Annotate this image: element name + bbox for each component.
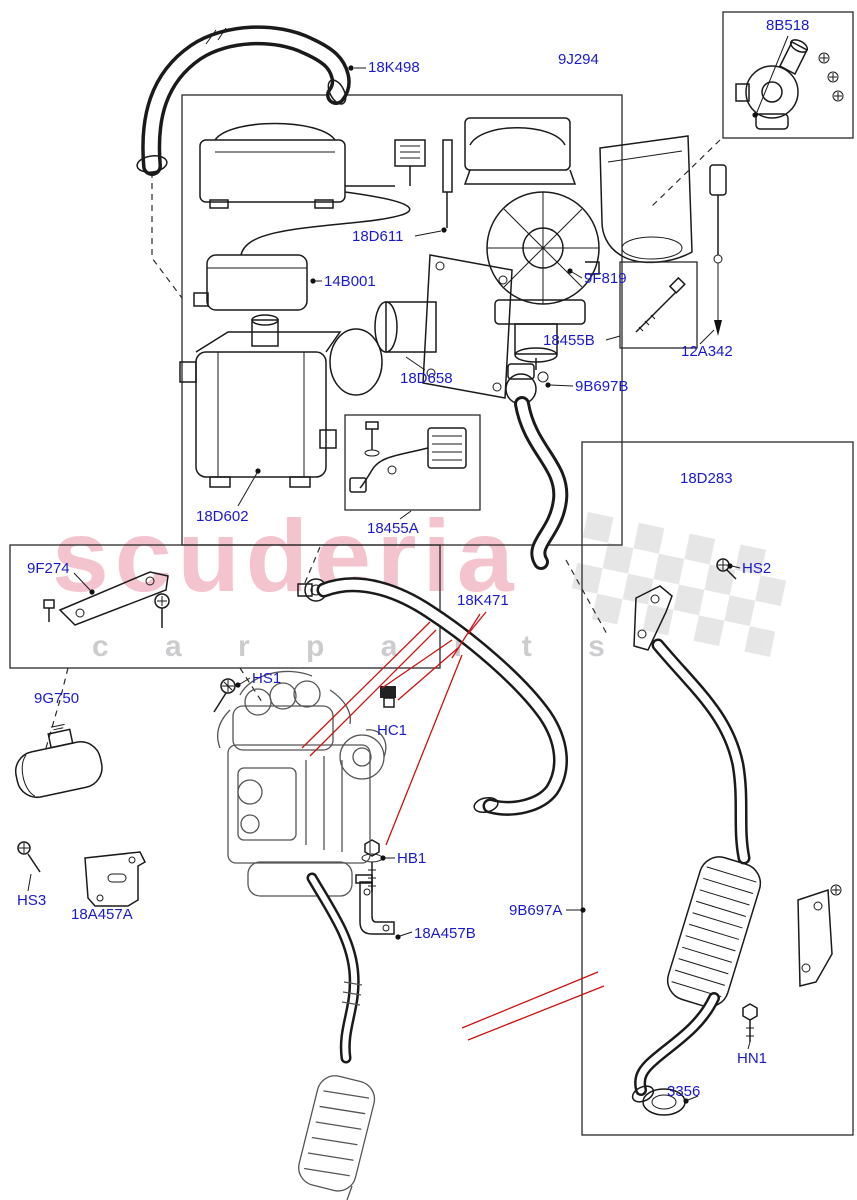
intake-funnel [599,135,693,264]
part-label-14B001[interactable]: 14B001 [324,273,376,290]
part-label-9B697B[interactable]: 9B697B [575,378,629,395]
part-label-18A457B[interactable]: 18A457B [414,925,476,942]
part-label-HC1[interactable]: HC1 [377,722,408,739]
part-label-9G750[interactable]: 9G750 [34,690,80,707]
part-label-18D658[interactable]: 18D658 [400,370,453,387]
part-label-9B697A[interactable]: 9B697A [509,902,563,919]
hose-18K498 [136,25,351,176]
exhaust-assembly-9B697A [631,585,842,1103]
bracket-18A457A [84,851,146,907]
part-label-HN1[interactable]: HN1 [737,1050,768,1067]
sensor-12A342 [709,164,727,336]
oring-burner-18D658 [329,254,513,399]
part-label-HB1[interactable]: HB1 [397,850,427,867]
dashed-relation-lines [45,139,721,749]
watermark-car-parts: c a r p a r t s [92,630,629,663]
bracket-9F274 [43,571,170,628]
nut-HN1 [742,1003,758,1042]
hose-18K471 [297,577,568,816]
part-label-18D283[interactable]: 18D283 [680,470,733,487]
clip-HC1 [380,686,396,708]
stud-kit-18455B [619,261,698,349]
service-kit-18455A [349,421,467,493]
clamp-9B697B [505,358,569,570]
screw-HS1 [213,678,236,713]
bracket-18A457B [355,874,395,935]
part-label-18455B[interactable]: 18455B [543,332,595,349]
pump-8B518 [735,39,844,130]
tank-14B001 [193,254,308,311]
screw-HS3 [17,841,41,873]
part-label-9J294[interactable]: 9J294 [558,51,599,68]
blower-9F819 [463,117,600,363]
engine-illustration [217,670,387,1200]
part-label-12A342[interactable]: 12A342 [681,343,733,360]
leader-lines [27,35,789,1104]
part-label-18A457A[interactable]: 18A457A [71,906,133,923]
heater-18D602 [179,314,342,488]
glow-pin-18D611 [442,139,453,228]
checkered-flag-watermark [571,512,787,657]
heater-controller [199,122,426,256]
part-label-8B518[interactable]: 8B518 [766,17,810,34]
part-label-HS3[interactable]: HS3 [17,892,47,909]
part-label-18K471[interactable]: 18K471 [457,592,509,609]
part-label-18D602[interactable]: 18D602 [196,508,249,525]
canister-9G750 [14,723,103,799]
part-label-18455A[interactable]: 18455A [367,520,419,537]
red-leader-lines [301,611,605,1041]
watermark-scuderia: scuderia [52,499,520,613]
assembly-boxes [9,11,854,1136]
part-label-18K498[interactable]: 18K498 [368,59,420,76]
part-label-9F819[interactable]: 9F819 [584,270,627,287]
part-label-HS1[interactable]: HS1 [252,670,282,687]
part-label-HS2[interactable]: HS2 [742,560,772,577]
part-label-9F274[interactable]: 9F274 [27,560,70,577]
part-label-18D611[interactable]: 18D611 [352,228,404,245]
part-label-3356[interactable]: 3356 [667,1083,701,1100]
